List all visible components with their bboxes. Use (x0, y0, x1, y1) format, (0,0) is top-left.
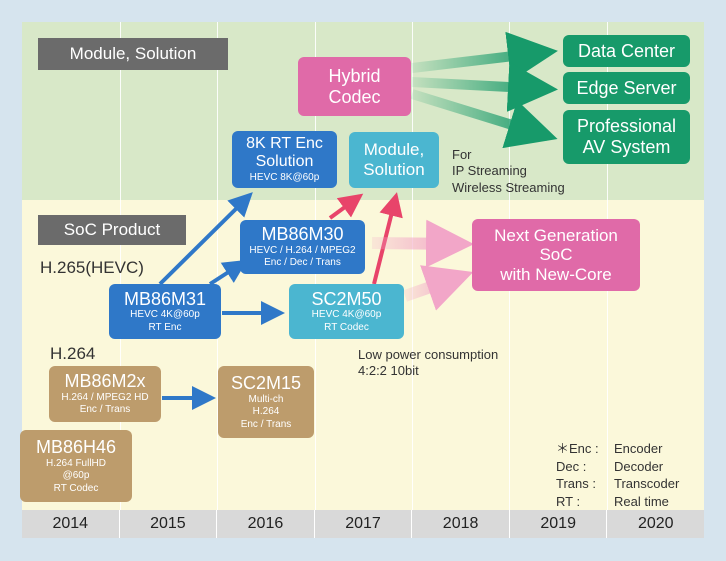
note-line: For (452, 147, 472, 162)
note-line: IP Streaming (452, 163, 527, 179)
section-label-soc: SoC Product (38, 215, 186, 245)
column-divider (412, 22, 413, 510)
legend-key: RT : (556, 493, 581, 509)
box-detail: Enc / Trans (79, 404, 131, 416)
box-hybrid-codec: Hybrid Codec (298, 57, 411, 116)
box-detail: Enc / Trans (240, 418, 292, 430)
box-title-line1: Hybrid (328, 65, 381, 86)
box-mb86m31: MB86M31 HEVC 4K@60p RT Enc (109, 284, 221, 339)
year-label: 2015 (118, 510, 217, 538)
box-module-solution: Module, Solution (349, 132, 439, 188)
standard-label-h265: H.265(HEVC) (40, 258, 144, 277)
box-title-line2: AV System (582, 137, 671, 157)
box-title-line1: Next Generation (494, 225, 618, 245)
column-divider (217, 22, 218, 510)
legend-key: ＊Enc : (556, 441, 599, 456)
box-detail: H.264 / MPEG2 HD (61, 391, 149, 403)
box-title-line2: SoC (539, 245, 573, 265)
box-title-line3: with New-Core (500, 264, 612, 284)
box-title-line1: Module, (363, 140, 425, 160)
box-sc2m50: SC2M50 HEVC 4K@60p RT Codec (289, 284, 404, 339)
box-mb86m30: MB86M30 HEVC / H.264 / MPEG2 Enc / Dec /… (240, 220, 365, 274)
arrow-hybrid-to-pro (410, 89, 558, 149)
year-label: 2016 (216, 510, 314, 538)
box-title-line2: Solution (363, 160, 425, 179)
box-detail: H.264 FullHD (45, 457, 107, 469)
box-mb86h46: MB86H46 H.264 FullHD @60p RT Codec (20, 430, 132, 502)
box-edge-server: Edge Server (563, 72, 690, 104)
box-detail: Multi-ch (248, 393, 284, 405)
legend-row: ＊Enc : Encoder (556, 440, 679, 458)
box-mb86m2x: MB86M2x H.264 / MPEG2 HD Enc / Trans (49, 366, 161, 422)
legend-value: Decoder (614, 458, 664, 474)
legend-row: RT : Real time (556, 493, 679, 511)
box-title: MB86H46 (35, 436, 117, 457)
arrow-hybrid-to-edge (411, 61, 558, 112)
arrow-m30-to-module (328, 193, 364, 220)
box-detail: H.264 (252, 406, 280, 418)
year-label: 2014 (52, 515, 89, 532)
year-axis: 2014 2015 2016 2017 2018 2019 2020 (22, 510, 704, 538)
legend-value: Transcoder (614, 476, 680, 492)
column-divider (120, 22, 121, 510)
year-label: 2020 (606, 510, 704, 538)
legend-key: Trans : (556, 476, 596, 492)
box-detail: RT Codec (324, 321, 369, 333)
standard-label-h264: H.264 (50, 344, 96, 363)
box-title-line2: Solution (255, 153, 314, 171)
box-title-line2: Codec (328, 86, 381, 107)
box-title: MB86M31 (123, 288, 207, 309)
legend-value: Real time (614, 493, 669, 509)
legend-value: Encoder (614, 441, 663, 456)
abbreviation-legend: ＊Enc : Encoder Dec : Decoder Trans : Transc… (556, 440, 679, 510)
box-detail: RT Enc (148, 321, 182, 333)
box-detail: HEVC 4K@60p (311, 309, 382, 321)
year-label: 2018 (411, 510, 509, 538)
box-title: Data Center (577, 40, 676, 61)
note-line: Low power consumption (358, 347, 499, 362)
box-detail: HEVC 4K@60p (130, 309, 200, 321)
box-next-generation-soc: Next Generation SoC with New-Core (472, 219, 640, 291)
box-8k-rt-enc: 8K RT Enc Solution HEVC 8K@60p (232, 131, 337, 188)
arrow-m31-to-m30 (208, 259, 248, 286)
arrow-sc2m50-to-nextgen (403, 265, 474, 311)
arrow-m30-to-nextgen (371, 219, 474, 268)
arrow-m31-to-8k (158, 192, 253, 286)
arrow-hybrid-to-datacenter (411, 31, 558, 82)
year-label: 2017 (313, 510, 412, 538)
legend-key: Dec : (556, 458, 587, 474)
low-power-note: Low power consumption 4:2:2 10bit (358, 347, 498, 380)
box-professional-av: Professional AV System (563, 110, 690, 164)
year-label: 2019 (508, 510, 607, 538)
box-detail: @60p (62, 470, 90, 482)
box-detail: HEVC 8K@60p (249, 171, 320, 183)
legend-row: Dec : Decoder (556, 458, 679, 476)
box-detail: Enc / Dec / Trans (264, 257, 341, 269)
box-title: MB86M30 (261, 224, 344, 245)
section-label-module: Module, Solution (38, 38, 228, 70)
box-title: SC2M15 (230, 372, 302, 393)
note-line: Wireless Streaming (452, 179, 565, 195)
box-data-center: Data Center (563, 35, 690, 67)
box-detail: RT Codec (53, 482, 99, 494)
box-title: SC2M50 (311, 288, 382, 309)
box-title-line1: 8K RT Enc (246, 134, 323, 152)
note-line: 4:2:2 10bit (358, 363, 419, 379)
box-detail: HEVC / H.264 / MPEG2 (249, 244, 356, 256)
box-title: MB86M2x (64, 371, 146, 392)
box-title-line1: Professional (576, 116, 677, 137)
legend-row: Trans : Transcoder (556, 475, 679, 493)
streaming-note: For IP Streaming Wireless Streaming (452, 147, 565, 196)
box-sc2m15: SC2M15 Multi-ch H.264 Enc / Trans (218, 366, 314, 438)
box-title: Edge Server (576, 77, 677, 98)
